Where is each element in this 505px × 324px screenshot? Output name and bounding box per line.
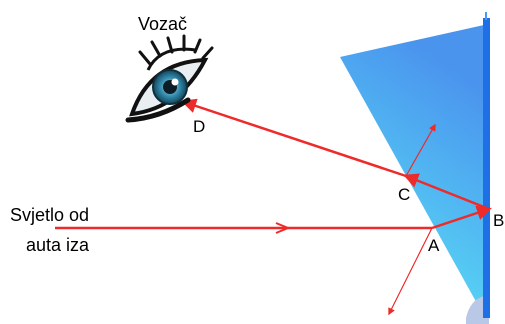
ray-a-b	[431, 205, 492, 230]
driver-label: Vozač	[138, 14, 187, 34]
ray-c-d	[181, 98, 407, 178]
mirror-glass	[340, 25, 484, 316]
partial-reflection-a	[388, 227, 433, 316]
light-source-label-line2: auta iza	[26, 235, 90, 255]
ray-b-c	[403, 173, 490, 211]
eye-icon	[125, 34, 214, 123]
partial-reflection-c	[405, 123, 436, 177]
point-c-label: C	[398, 185, 410, 204]
incoming-ray-arrow	[275, 222, 291, 234]
point-a-label: A	[428, 236, 440, 255]
point-b-label: B	[493, 211, 504, 230]
mirror-backing	[483, 18, 490, 318]
light-source-label-line1: Svjetlo od	[10, 205, 89, 225]
point-d-label: D	[193, 117, 205, 136]
